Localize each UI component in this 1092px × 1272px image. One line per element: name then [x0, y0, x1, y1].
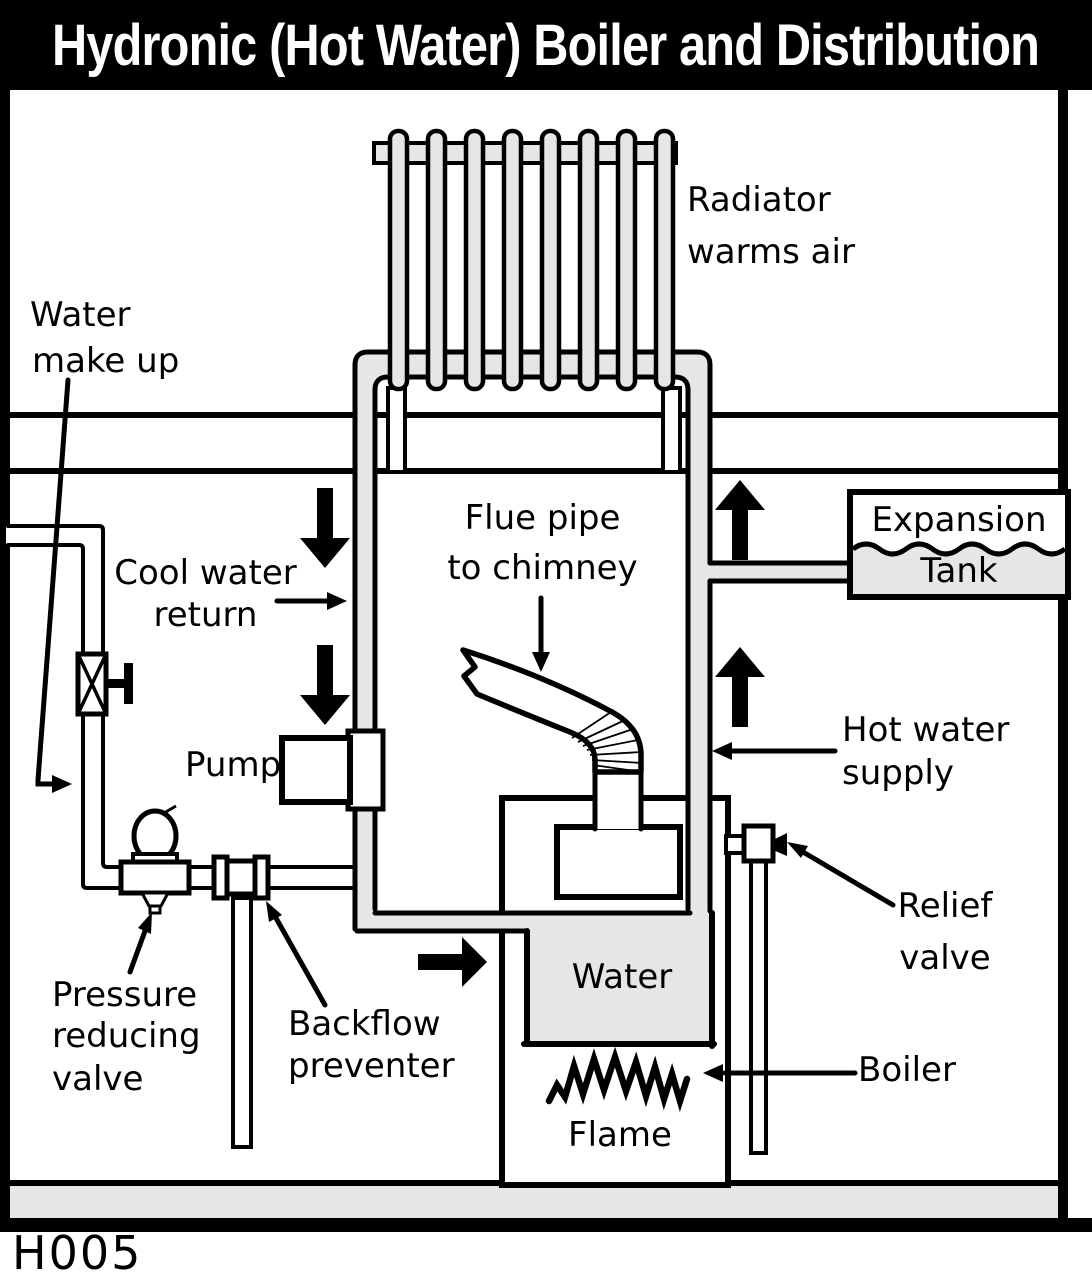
label-pressure-reducing-valve-3: valve [52, 1059, 144, 1099]
basement-floor-slab [10, 1186, 1058, 1218]
cool-return-downcomer [355, 360, 375, 933]
pump-body [279, 735, 353, 805]
label-cool-water-return: Cool water [114, 553, 297, 593]
floor-lines [0, 412, 1092, 1232]
label-pressure-reducing-valve: Pressure [52, 975, 198, 1015]
gate-valve [75, 651, 133, 717]
label-pump: Pump [185, 745, 282, 785]
bfp-drip-tube [231, 896, 253, 1149]
flue-assembly [460, 647, 683, 900]
up-arrow-icon [715, 480, 765, 560]
leader-arrowheads [52, 592, 808, 1082]
label-water-makeup-2: make up [32, 341, 180, 381]
backflow-preventer [211, 854, 271, 1149]
valve-handle [124, 663, 133, 704]
tank-water-line [851, 541, 1067, 557]
radiator-top-header [372, 141, 678, 165]
figure-code: H005 [12, 1226, 143, 1272]
tank-water [853, 544, 1065, 594]
expansion-tank-branch [700, 563, 852, 581]
label-flue-pipe: Flue pipe [464, 498, 621, 538]
pressure-reducing-valve [118, 804, 192, 915]
label-flue-pipe-2: to chimney [447, 548, 638, 588]
bfp-body [224, 858, 258, 897]
label-boiler: Boiler [858, 1050, 956, 1090]
right-arrow-icon [418, 937, 487, 987]
label-hot-water-supply: Hot water [842, 710, 1010, 750]
label-backflow-preventer-2: preventer [288, 1046, 455, 1086]
valve-stem [106, 679, 126, 688]
down-arrow-icon [300, 645, 350, 725]
expansion-tank [847, 489, 1071, 600]
relief-spout [773, 833, 787, 856]
label-water: Water [571, 957, 673, 997]
flue-collector-box [554, 824, 683, 900]
leader-lines [35, 377, 896, 1076]
pump-flange [345, 728, 386, 812]
label-expansion-tank: Expansion [871, 500, 1047, 540]
label-radiator-2: warms air [687, 232, 855, 272]
label-relief-valve: Relief [897, 886, 993, 926]
label-hot-water-supply-2: supply [842, 753, 954, 793]
label-pressure-reducing-valve-2: reducing [52, 1016, 201, 1056]
up-arrow-icon [715, 647, 765, 727]
flame-icon [545, 1046, 691, 1113]
label-cool-water-return-2: return [153, 595, 258, 635]
flow-arrows [300, 480, 765, 987]
label-water-makeup: Water [30, 295, 131, 335]
label-expansion-tank-2: Tank [920, 551, 998, 591]
relief-body [741, 823, 776, 864]
hot-supply-riser [688, 360, 710, 920]
title-band: Hydronic (Hot Water) Boiler and Distribu… [0, 0, 1092, 90]
radiator [372, 128, 678, 392]
flue-bend-hatching [571, 709, 643, 773]
down-arrow-icon [300, 488, 350, 568]
page-title: Hydronic (Hot Water) Boiler and Distribu… [52, 12, 1040, 78]
label-flame: Flame [568, 1115, 672, 1155]
prv-body [118, 859, 192, 896]
pump [279, 728, 386, 812]
relief-drain-pipe [749, 859, 768, 1155]
label-backflow-preventer: Backflow [288, 1004, 441, 1044]
relief-valve [724, 823, 787, 1155]
label-radiator: Radiator [687, 180, 831, 220]
boiler-water-jacket [527, 913, 712, 1045]
water-jacket-outline [521, 910, 717, 1049]
label-relief-valve-2: valve [899, 938, 991, 978]
